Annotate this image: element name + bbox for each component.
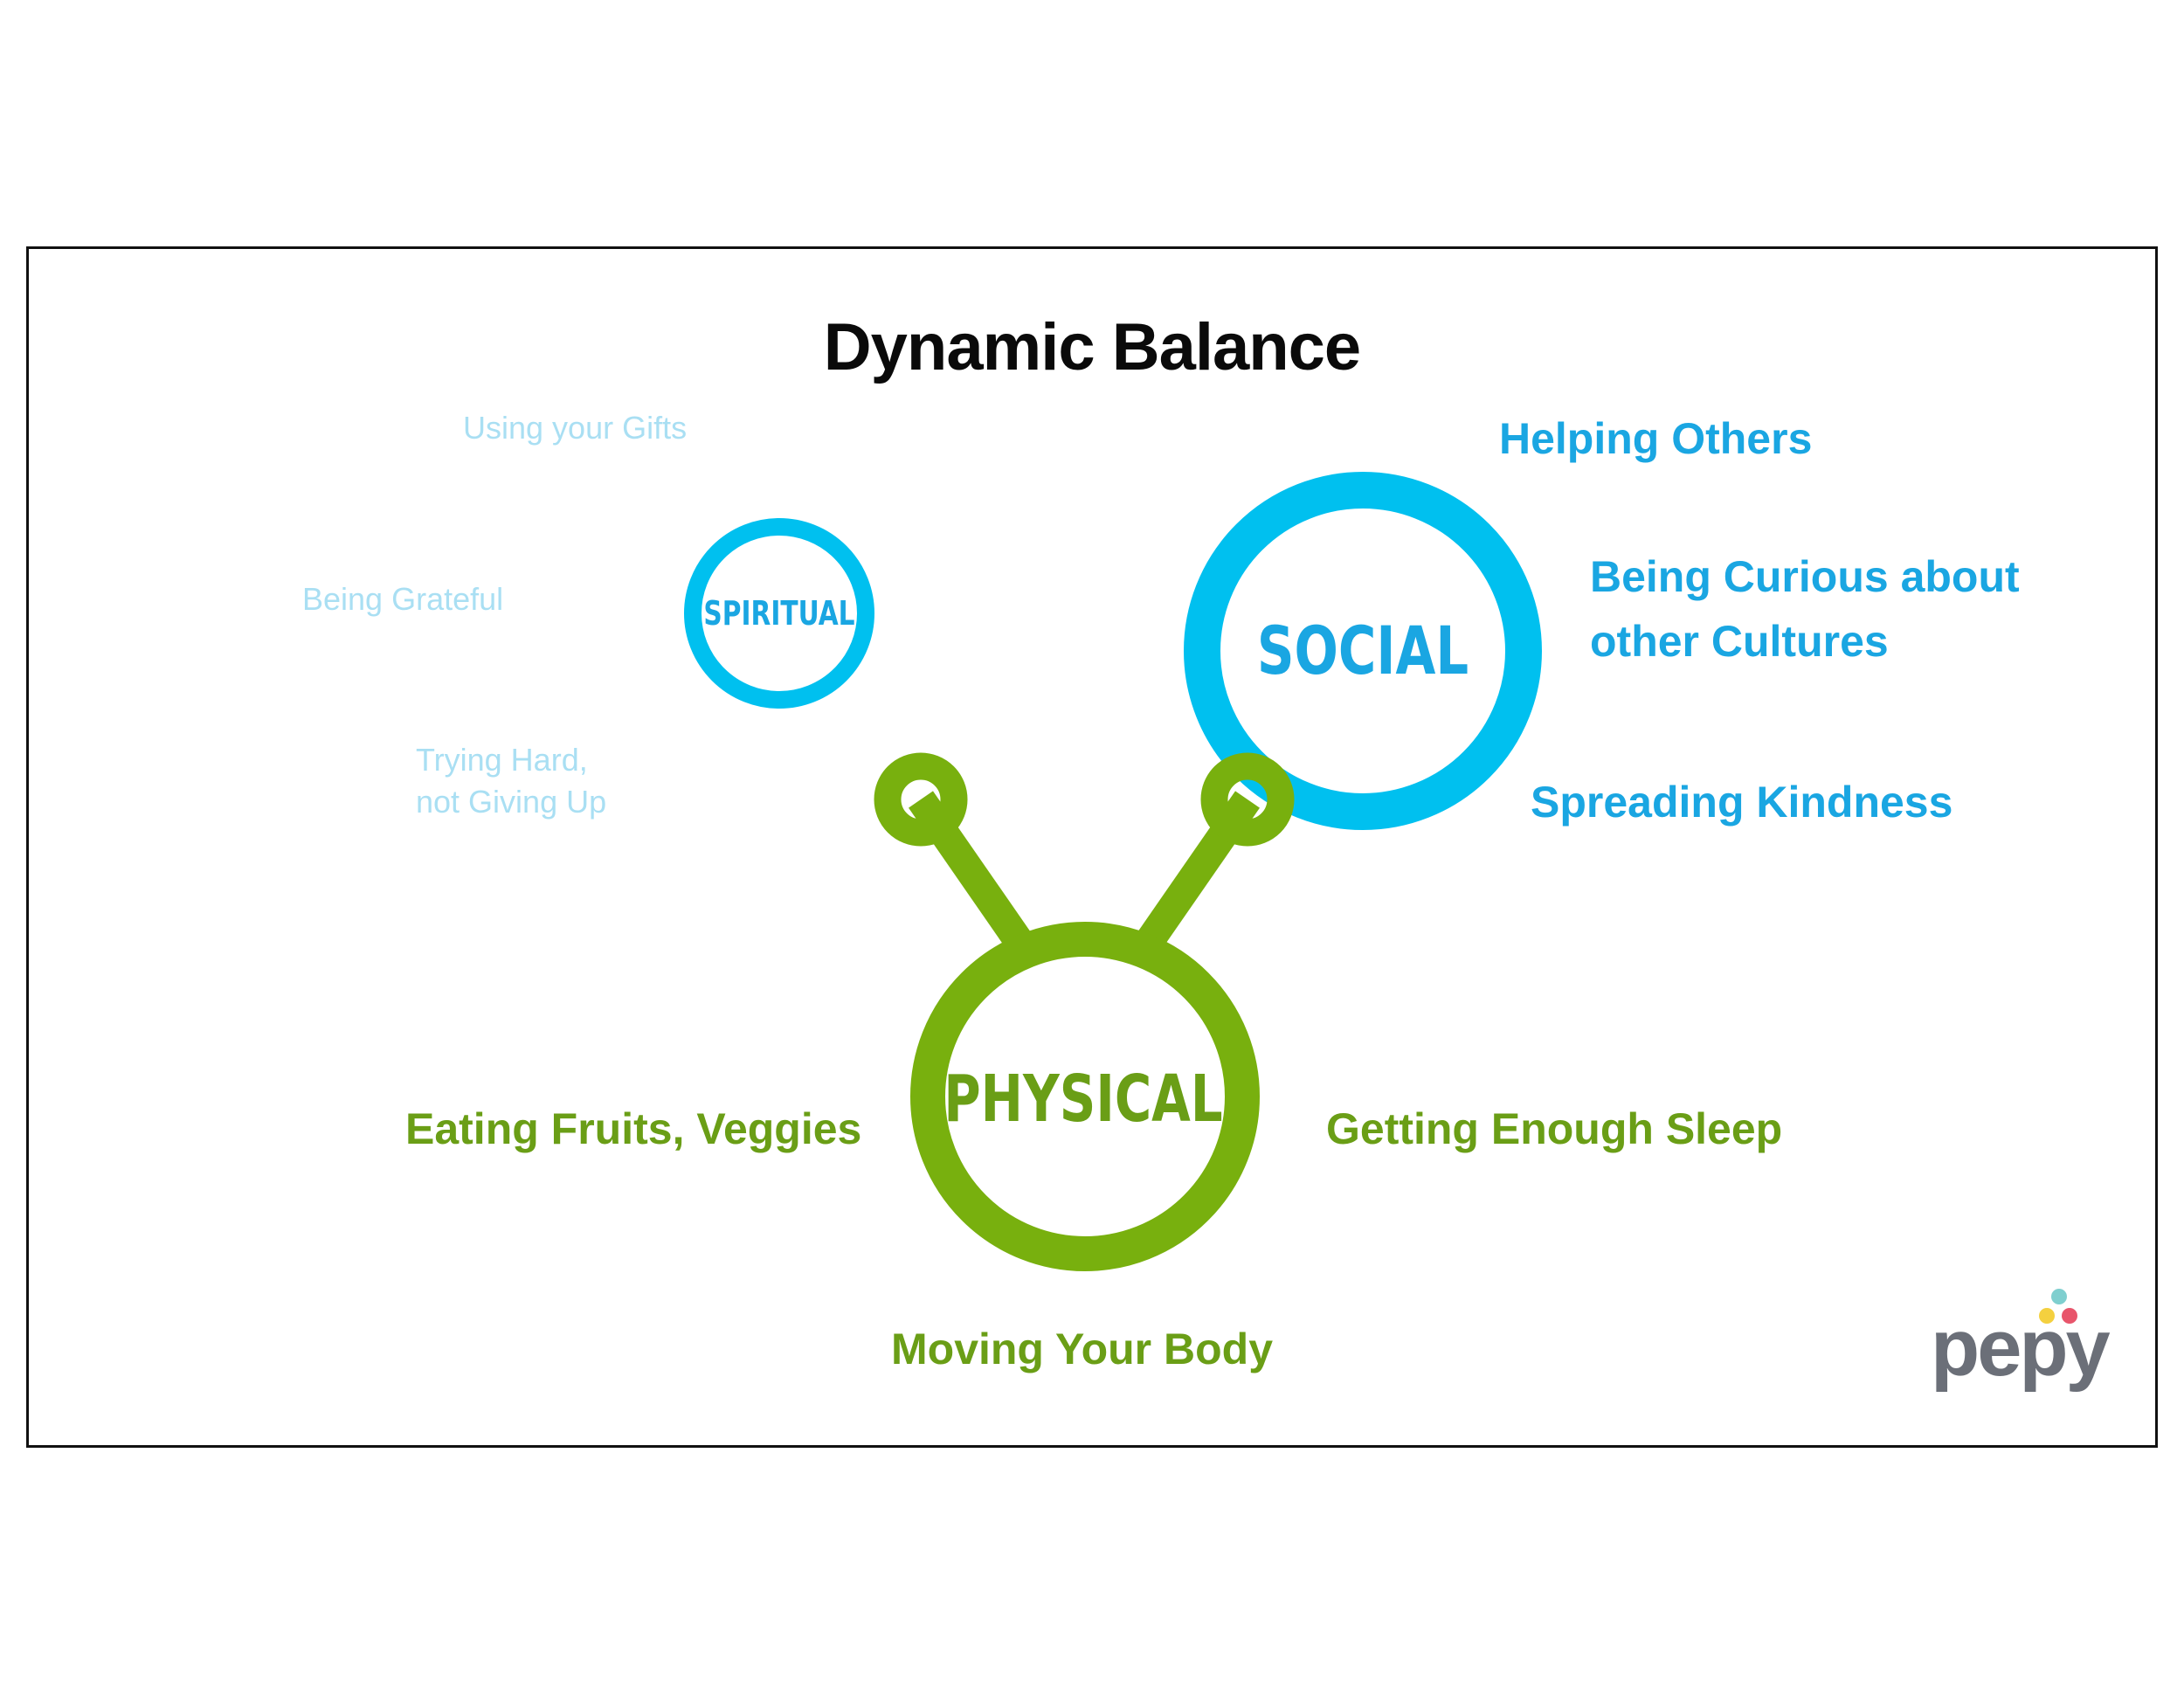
social-item-curious: Being Curious about [1590, 552, 2020, 601]
spiritual-item-trying-hard: Trying Hard, [416, 742, 588, 778]
logo-dot-red [2062, 1308, 2077, 1324]
physical-antenna-left-knob [874, 752, 968, 847]
physical-ring [910, 922, 1260, 1271]
physical-item-fruits: Eating Fruits, Veggies [405, 1104, 862, 1153]
social-item-cultures: other Cultures [1590, 617, 1889, 666]
spiritual-label: SPIRITUAL [703, 594, 855, 633]
spiritual-item-grateful: Being Grateful [302, 581, 504, 617]
pepy-logo: pepy [1931, 1289, 2111, 1394]
spiritual-item-gifts: Using your Gifts [463, 410, 688, 446]
physical-label: PHYSICAL [943, 1062, 1223, 1137]
spiritual-ring [684, 518, 874, 709]
social-ring [1184, 472, 1542, 830]
spiritual-item-not-giving-up: not Giving Up [416, 784, 607, 820]
physical-item-moving: Moving Your Body [891, 1325, 1274, 1373]
logo-wordmark: pepy [1931, 1304, 2111, 1393]
logo-dot-yellow [2039, 1308, 2055, 1324]
social-item-helping: Helping Others [1499, 414, 1813, 463]
logo-dot-teal [2051, 1289, 2067, 1304]
social-item-kindness: Spreading Kindness [1531, 778, 1953, 827]
physical-item-sleep: Getting Enough Sleep [1326, 1104, 1783, 1153]
slide-title: Dynamic Balance [823, 310, 1361, 384]
social-label: SOCIAL [1256, 612, 1469, 689]
physical-antenna-right-knob [1200, 752, 1295, 847]
